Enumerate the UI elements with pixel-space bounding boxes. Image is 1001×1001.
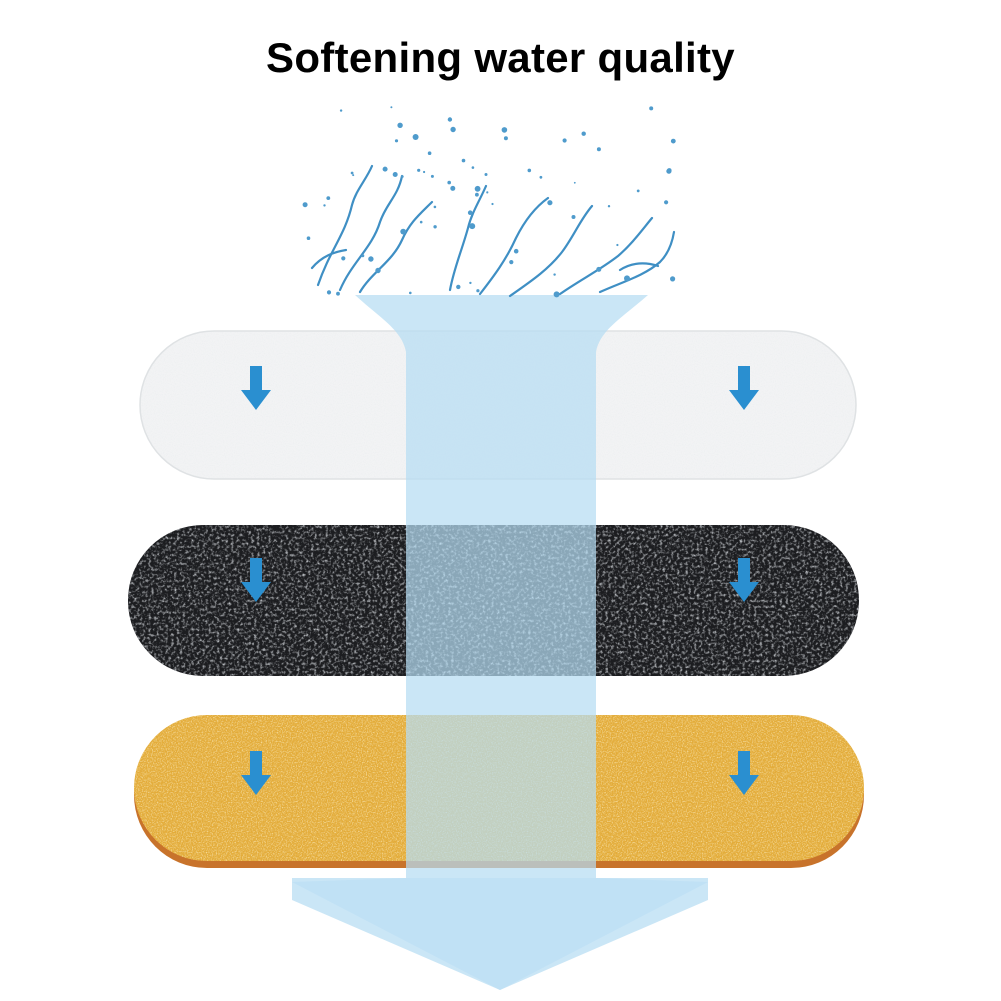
- water-droplet: [323, 204, 326, 207]
- water-droplet: [581, 131, 586, 136]
- water-droplet: [352, 174, 355, 177]
- water-droplet: [596, 147, 601, 152]
- water-droplet: [409, 291, 412, 295]
- water-droplet: [447, 117, 453, 122]
- water-droplet: [624, 275, 630, 282]
- water-droplet: [447, 180, 452, 185]
- water-droplet: [553, 291, 560, 298]
- water-droplet: [336, 291, 340, 296]
- water-droplet: [503, 136, 508, 141]
- water-droplet: [513, 248, 519, 254]
- water-droplet: [664, 200, 669, 205]
- water-droplet: [607, 205, 611, 208]
- water-droplet: [596, 266, 602, 272]
- water-droplet: [361, 254, 365, 258]
- water-droplet: [433, 225, 437, 229]
- water-droplet: [375, 267, 381, 274]
- water-droplet: [670, 138, 676, 144]
- down-arrow-icon: [729, 751, 759, 795]
- water-droplet: [649, 106, 654, 111]
- water-droplet: [467, 210, 473, 215]
- water-droplet: [382, 166, 388, 172]
- water-droplet: [527, 168, 532, 173]
- water-droplet: [667, 168, 672, 173]
- water-droplet: [484, 173, 488, 176]
- water-droplet: [430, 174, 434, 178]
- water-droplet: [636, 189, 640, 193]
- water-droplet: [456, 284, 461, 290]
- water-droplet: [476, 289, 480, 293]
- water-droplet: [326, 290, 332, 295]
- water-droplet: [397, 122, 403, 128]
- water-droplets: [302, 106, 676, 298]
- water-droplet: [368, 256, 374, 262]
- headline: Softening water quality: [266, 34, 735, 81]
- water-stream: [292, 295, 708, 990]
- water-droplet: [501, 127, 508, 133]
- water-droplet: [471, 166, 475, 169]
- down-arrow-icon: [241, 751, 271, 795]
- water-droplet: [306, 236, 311, 240]
- water-droplet: [573, 181, 576, 184]
- water-droplet: [417, 168, 421, 172]
- water-droplet: [475, 192, 479, 197]
- water-droplet: [469, 281, 472, 285]
- down-arrow-icon: [241, 558, 271, 602]
- water-droplet: [392, 172, 398, 177]
- water-droplet: [450, 126, 456, 133]
- water-droplet: [423, 170, 426, 174]
- water-droplet: [539, 175, 543, 179]
- water-droplet: [427, 151, 432, 155]
- water-droplet: [571, 215, 576, 219]
- water-droplet: [670, 276, 676, 282]
- water-droplet: [509, 260, 514, 265]
- water-droplet: [450, 185, 456, 191]
- water-droplet: [461, 158, 466, 163]
- water-droplet: [474, 185, 481, 192]
- water-droplet: [469, 223, 476, 230]
- water-droplet: [394, 139, 399, 143]
- down-arrow-icon: [729, 558, 759, 602]
- water-droplet: [616, 243, 619, 247]
- water-droplet: [486, 191, 489, 194]
- water-droplet: [400, 228, 407, 235]
- water-droplet: [562, 138, 567, 143]
- water-droplet: [390, 106, 393, 109]
- water-droplet: [491, 202, 494, 206]
- water-droplet: [419, 220, 423, 224]
- water-droplet: [350, 171, 354, 175]
- water-droplet: [401, 175, 404, 178]
- down-arrow-icon: [241, 366, 271, 410]
- water-droplet: [326, 196, 331, 201]
- down-arrow-icon: [729, 366, 759, 410]
- water-droplet: [341, 256, 346, 261]
- water-splash-icon: [310, 164, 676, 298]
- water-droplet: [302, 202, 308, 208]
- water-droplet: [547, 200, 553, 206]
- water-droplet: [339, 109, 343, 112]
- water-droplet: [433, 205, 437, 209]
- water-droplet: [412, 134, 419, 140]
- water-droplet: [553, 273, 556, 276]
